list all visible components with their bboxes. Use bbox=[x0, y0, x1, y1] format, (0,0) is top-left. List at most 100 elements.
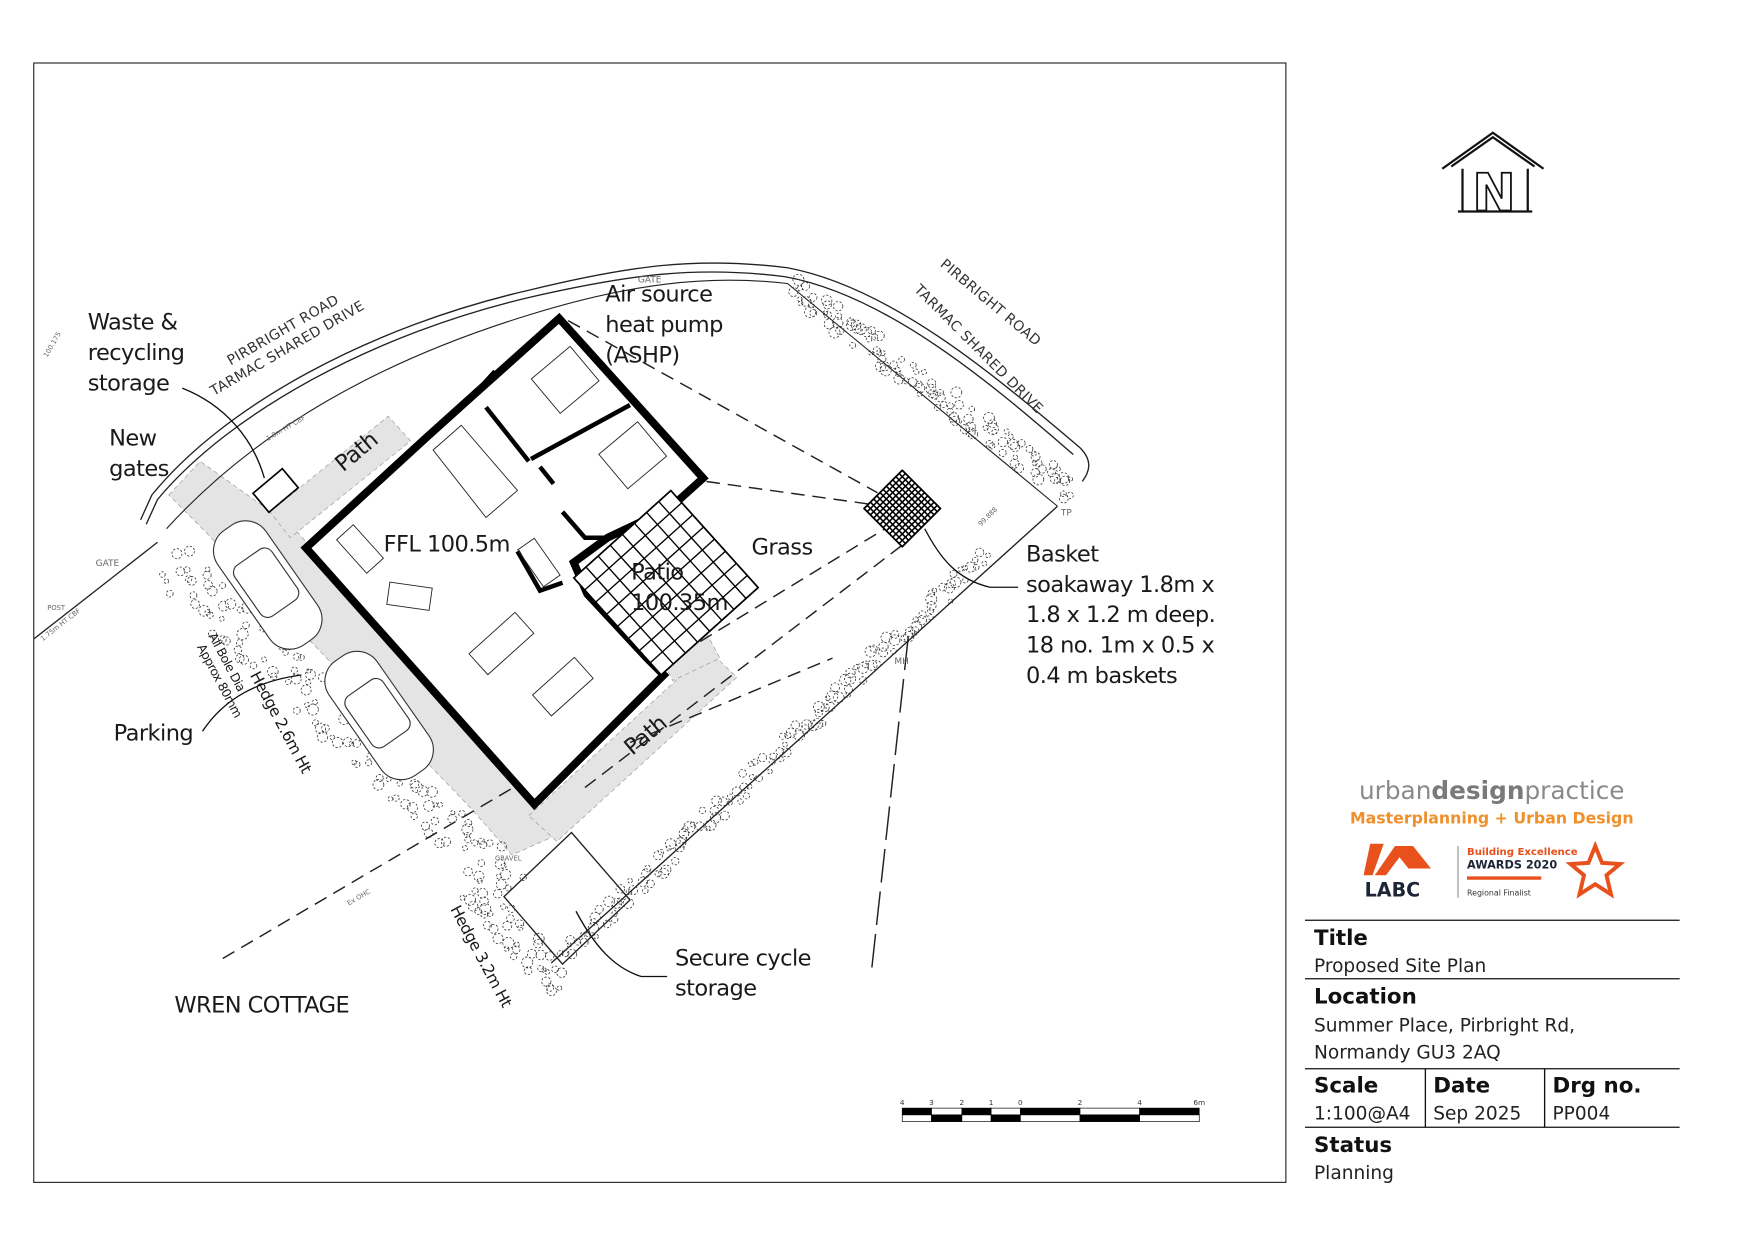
hedge-clump bbox=[833, 301, 844, 312]
patio-grid-line bbox=[670, 490, 759, 589]
hedge-clump bbox=[502, 920, 513, 931]
cycle-store-outline bbox=[503, 831, 631, 966]
hedge-clump bbox=[300, 684, 312, 696]
leader-cycle bbox=[575, 910, 668, 978]
hedge-clump bbox=[593, 933, 599, 940]
hedge-clump bbox=[665, 845, 672, 852]
boundary-left bbox=[33, 541, 158, 640]
hedge-clump bbox=[556, 985, 563, 991]
hedge-clump bbox=[727, 800, 733, 806]
hedge-clump bbox=[219, 582, 226, 589]
hedge-clump bbox=[935, 392, 946, 403]
hedge-clump bbox=[709, 806, 720, 816]
hedge-clump bbox=[757, 753, 767, 763]
hedge-clump bbox=[846, 317, 855, 326]
hedge-clump bbox=[261, 656, 268, 663]
hedge-clump bbox=[877, 354, 887, 364]
hedge-clump bbox=[968, 405, 976, 413]
location-line1: Summer Place, Pirbright Rd, bbox=[1314, 1016, 1575, 1037]
hedge-clump bbox=[471, 839, 479, 847]
hedge-clump bbox=[589, 911, 601, 924]
hedge-clump bbox=[654, 870, 662, 878]
hedge-clump bbox=[628, 885, 639, 896]
hedge-clump bbox=[675, 837, 687, 849]
hedge-clump bbox=[938, 582, 947, 592]
hedge-clump bbox=[854, 323, 867, 335]
hedge-clump bbox=[738, 769, 747, 778]
hedge-clump bbox=[314, 722, 327, 734]
hedge-clump bbox=[823, 310, 832, 319]
hedge-clump bbox=[348, 740, 355, 747]
soakaway-grid-line bbox=[863, 507, 903, 548]
hedge-clump bbox=[830, 682, 840, 693]
patio-grid-line bbox=[638, 562, 737, 652]
hedge-clump bbox=[183, 566, 191, 574]
hedge-clump bbox=[463, 866, 473, 877]
hedge-clump bbox=[943, 582, 955, 594]
scale-bar-tick-label: 6m bbox=[1193, 1098, 1205, 1107]
hedge-clump bbox=[973, 564, 980, 571]
hedge-clump bbox=[809, 309, 818, 317]
drainage-lines bbox=[222, 319, 910, 968]
hedge-clump bbox=[788, 286, 799, 297]
hedge-clump bbox=[865, 336, 873, 343]
hedge-clump bbox=[822, 300, 832, 310]
patio-grid-line bbox=[627, 550, 726, 640]
hedge-clump bbox=[790, 720, 800, 730]
hedge-clump bbox=[400, 799, 411, 810]
road-edges bbox=[33, 262, 1090, 966]
hedge-clump bbox=[392, 794, 400, 802]
hedge-clump bbox=[903, 631, 915, 643]
boundary-inner bbox=[166, 279, 1058, 530]
hedge-clump bbox=[1059, 493, 1069, 504]
hedge-clump bbox=[965, 427, 976, 438]
scale-bar-segment bbox=[1079, 1107, 1140, 1116]
hedge-clump bbox=[769, 752, 777, 761]
hedge-clump bbox=[331, 736, 344, 749]
hedge-clump bbox=[450, 810, 456, 816]
hedge-clump bbox=[293, 652, 301, 661]
bed bbox=[598, 421, 668, 490]
drawing-frame bbox=[33, 62, 1287, 1183]
hedge-clump bbox=[748, 774, 755, 781]
hedge-clump bbox=[187, 576, 197, 586]
hedge-clump bbox=[785, 727, 797, 739]
scale-bar-segment bbox=[1020, 1114, 1081, 1122]
label-parking: Parking bbox=[114, 720, 193, 746]
patio-grid-line bbox=[658, 501, 747, 599]
note-gravel: GRAVEL bbox=[495, 855, 522, 863]
hedge-clump bbox=[689, 821, 696, 828]
hedge-clump bbox=[1025, 444, 1034, 453]
hedge-clump bbox=[820, 703, 830, 712]
hedge-clump bbox=[1030, 450, 1037, 457]
hedge-clump bbox=[807, 720, 819, 732]
label-basket-3: 1.8 x 1.2 m deep. bbox=[1026, 602, 1215, 628]
hedge-clump bbox=[537, 965, 545, 972]
hedge-clump bbox=[726, 793, 734, 800]
hedge-clump bbox=[473, 870, 485, 882]
hedge-clump bbox=[409, 779, 420, 789]
hedge-clump bbox=[440, 836, 451, 847]
hedge-clump bbox=[189, 591, 198, 600]
hedge-clump bbox=[988, 419, 998, 429]
hedge-clump bbox=[545, 983, 555, 992]
hedge-clump bbox=[695, 821, 705, 831]
hedge-clump bbox=[839, 673, 852, 686]
hedge-clump bbox=[930, 391, 939, 400]
hedge-clump bbox=[312, 719, 319, 727]
hedge-clump bbox=[878, 641, 889, 652]
svg-text:LABC: LABC bbox=[1365, 879, 1421, 902]
hedge-clump bbox=[981, 560, 988, 567]
path-top bbox=[269, 415, 412, 539]
hedge-clump bbox=[206, 611, 214, 619]
interior-wall bbox=[470, 369, 497, 398]
labc-logo: LABC bbox=[1363, 843, 1431, 902]
hedge-clump bbox=[731, 786, 742, 797]
hedge-clump bbox=[927, 607, 934, 615]
hedge-clump bbox=[203, 580, 213, 590]
hedge-clump bbox=[657, 849, 665, 856]
path-bottom bbox=[528, 649, 738, 842]
title-value: Proposed Site Plan bbox=[1314, 956, 1486, 977]
leader-basket bbox=[924, 528, 1019, 588]
